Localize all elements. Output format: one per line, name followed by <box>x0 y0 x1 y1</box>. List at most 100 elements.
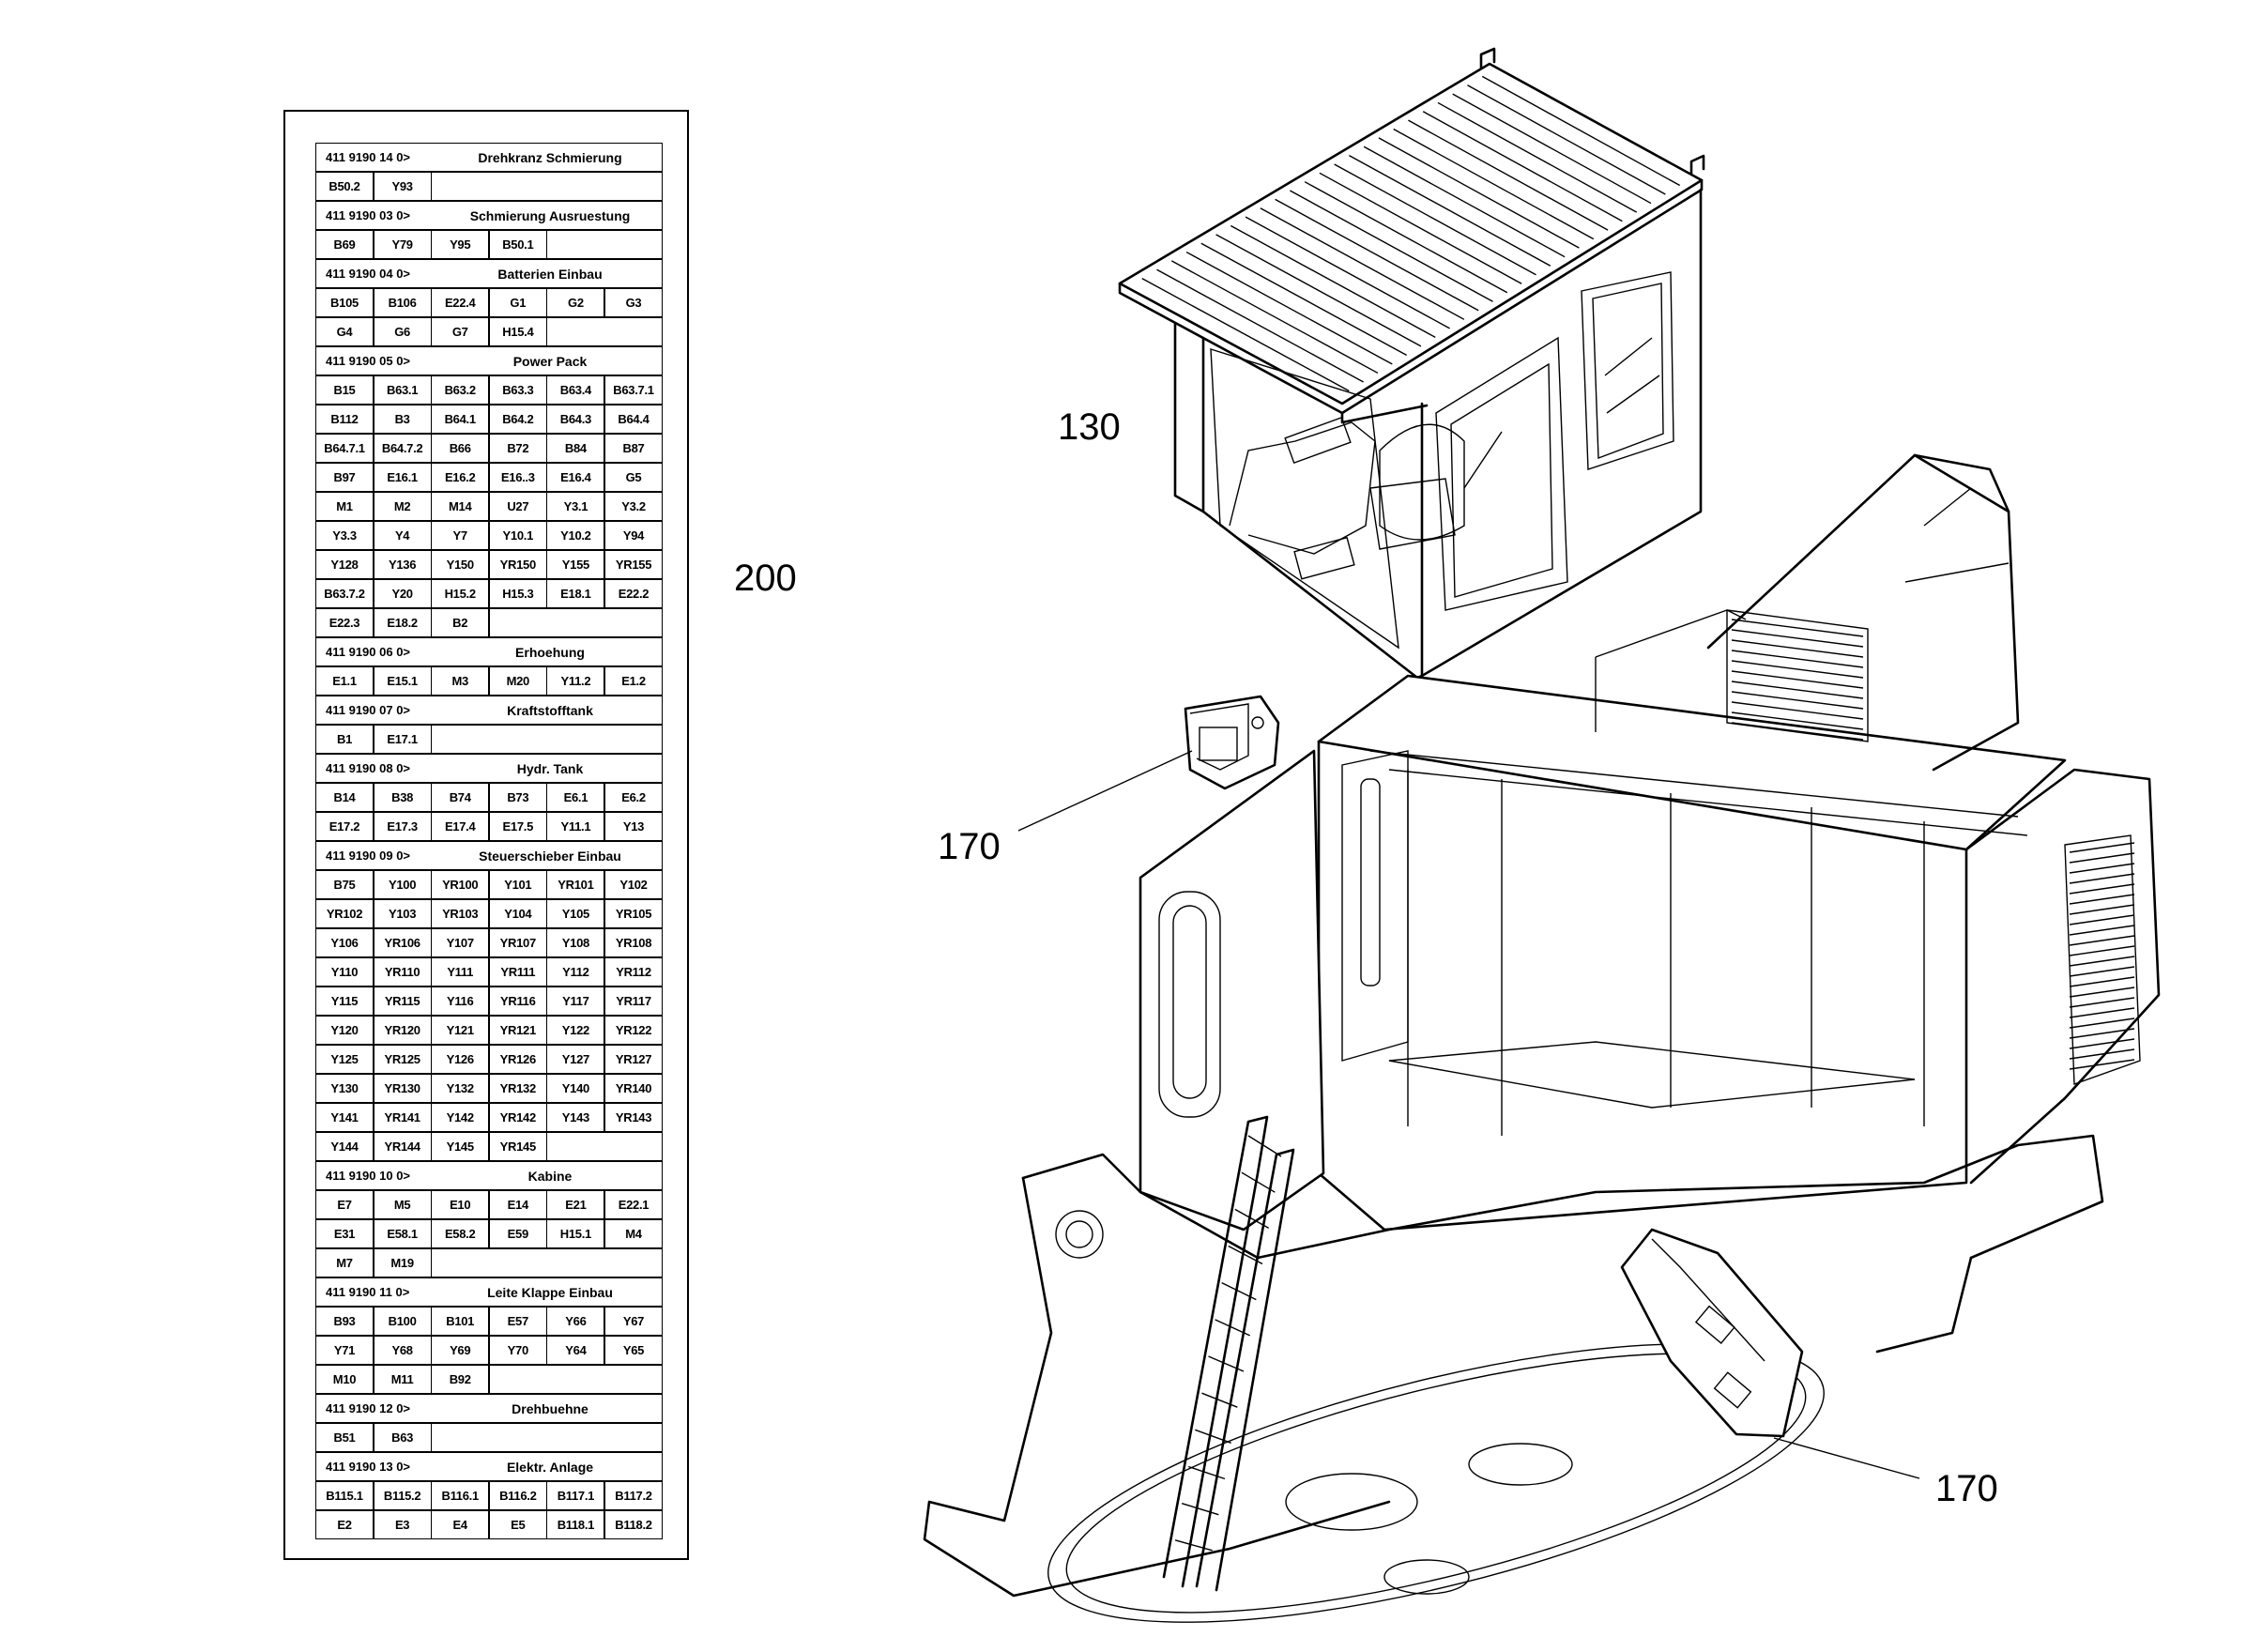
component-code-cell: B64.7.1 <box>315 434 374 463</box>
component-code-cell: B63.4 <box>546 375 605 405</box>
component-code-cell: B63.1 <box>373 375 432 405</box>
component-code-cell: YR132 <box>488 1074 547 1103</box>
component-code-cell: E17.5 <box>488 812 547 841</box>
part-number: 411 9190 03 0> <box>326 208 411 222</box>
group-title: Schmierung Ausruestung <box>469 207 631 223</box>
component-code-cell: U27 <box>488 492 547 521</box>
group-title: Kraftstofftank <box>507 702 593 718</box>
component-code-cell: B64.2 <box>488 405 547 434</box>
group-title: Drehkranz Schmierung <box>478 149 622 165</box>
component-code-cell: B92 <box>431 1365 490 1394</box>
component-code-cell: B64.3 <box>546 405 605 434</box>
component-code-cell: G3 <box>604 288 663 317</box>
part-number: 411 9190 13 0> <box>326 1460 411 1474</box>
component-code-cell: Y115 <box>315 987 374 1016</box>
component-code-cell: Y3.2 <box>604 492 663 521</box>
component-code-cell: M11 <box>373 1365 432 1394</box>
component-code-cell: Y7 <box>431 521 490 550</box>
component-code-cell: B100 <box>373 1307 432 1336</box>
component-code-cell: B64.1 <box>431 405 490 434</box>
component-code-cell: Y11.1 <box>546 812 605 841</box>
component-code-cell: B75 <box>315 870 374 899</box>
component-code-cell: Y69 <box>431 1336 490 1365</box>
component-code-cell: B115.1 <box>315 1481 374 1510</box>
component-code-cell: E17.1 <box>373 725 432 754</box>
component-code-cell: B64.7.2 <box>373 434 432 463</box>
component-code-cell: Y10.2 <box>546 521 605 550</box>
empty-cell <box>488 1365 663 1394</box>
component-code-cell: YR116 <box>488 987 547 1016</box>
component-code-cell: YR126 <box>488 1045 547 1074</box>
component-code-cell: Y67 <box>604 1307 663 1336</box>
legend-group-header: 411 9190 03 0> Schmierung Ausruestung <box>315 201 663 230</box>
component-code-cell: Y136 <box>373 550 432 579</box>
component-code-cell: Y144 <box>315 1132 374 1161</box>
component-code-cell: B51 <box>315 1423 374 1452</box>
cab-roof-slats <box>1141 75 1681 392</box>
empty-cell <box>546 230 663 259</box>
legend-group-header: 411 9190 11 0>Leite Klappe Einbau <box>315 1277 663 1307</box>
component-code-cell: Y105 <box>546 899 605 928</box>
legend-group-header: 411 9190 04 0> Batterien Einbau <box>315 259 663 288</box>
leader-170-left <box>1017 750 1193 832</box>
component-code-cell: B73 <box>488 783 547 812</box>
group-title: Hydr. Tank <box>516 760 584 776</box>
component-code-cell: Y93 <box>373 172 432 201</box>
component-code-cell: Y116 <box>431 987 490 1016</box>
component-code-cell: E16.2 <box>431 463 490 492</box>
component-code-cell: Y104 <box>488 899 547 928</box>
callout-170-right: 170 <box>1935 1468 1998 1509</box>
group-title: Batterien Einbau <box>497 266 603 282</box>
component-code-cell: YR107 <box>488 928 547 957</box>
component-code-cell: YR100 <box>431 870 490 899</box>
component-code-cell: E59 <box>488 1219 547 1248</box>
part-number: 411 9190 09 0> <box>326 849 411 863</box>
component-code-cell: B1 <box>315 725 374 754</box>
component-code-cell: E18.2 <box>373 608 432 637</box>
component-code-cell: H15.4 <box>488 317 547 346</box>
component-code-cell: M7 <box>315 1248 374 1277</box>
component-code-cell: Y108 <box>546 928 605 957</box>
empty-cell <box>431 725 663 754</box>
component-code-cell: M5 <box>373 1190 432 1219</box>
component-code-cell: Y122 <box>546 1016 605 1045</box>
component-code-cell: M20 <box>488 666 547 696</box>
radiator-grille <box>2069 842 2135 1070</box>
component-code-cell: Y95 <box>431 230 490 259</box>
component-code-cell: YR117 <box>604 987 663 1016</box>
part-number: 411 9190 11 0> <box>326 1285 410 1299</box>
component-code-cell: M19 <box>373 1248 432 1277</box>
component-code-cell: E17.2 <box>315 812 374 841</box>
access-ladder <box>1174 1135 1282 1552</box>
legend-group-header: 411 9190 12 0>Drehbuehne <box>315 1394 663 1423</box>
component-code-cell: E15.1 <box>373 666 432 696</box>
component-code-cell: B14 <box>315 783 374 812</box>
component-code-cell: B15 <box>315 375 374 405</box>
component-code-cell: B116.1 <box>431 1481 490 1510</box>
component-code-cell: E22.1 <box>604 1190 663 1219</box>
component-code-cell: B116.2 <box>488 1481 547 1510</box>
component-code-cell: Y3.1 <box>546 492 605 521</box>
component-code-cell: B63.7.1 <box>604 375 663 405</box>
component-code-cell: Y13 <box>604 812 663 841</box>
component-code-cell: E58.2 <box>431 1219 490 1248</box>
component-code-cell: Y11.2 <box>546 666 605 696</box>
component-code-cell: Y106 <box>315 928 374 957</box>
component-code-cell: B63.7.2 <box>315 579 374 608</box>
component-code-cell: Y65 <box>604 1336 663 1365</box>
component-code-cell: E58.1 <box>373 1219 432 1248</box>
component-code-cell: YR130 <box>373 1074 432 1103</box>
component-code-cell: Y101 <box>488 870 547 899</box>
component-code-cell: Y132 <box>431 1074 490 1103</box>
component-code-cell: B66 <box>431 434 490 463</box>
component-code-cell: B69 <box>315 230 374 259</box>
component-code-cell: B93 <box>315 1307 374 1336</box>
part-number: 411 9190 10 0> <box>326 1169 411 1183</box>
part-number: 411 9190 07 0> <box>326 703 411 717</box>
part-number: 411 9190 04 0> <box>326 267 411 281</box>
component-code-cell: E2 <box>315 1510 374 1539</box>
component-code-cell: M10 <box>315 1365 374 1394</box>
component-code-cell: Y125 <box>315 1045 374 1074</box>
